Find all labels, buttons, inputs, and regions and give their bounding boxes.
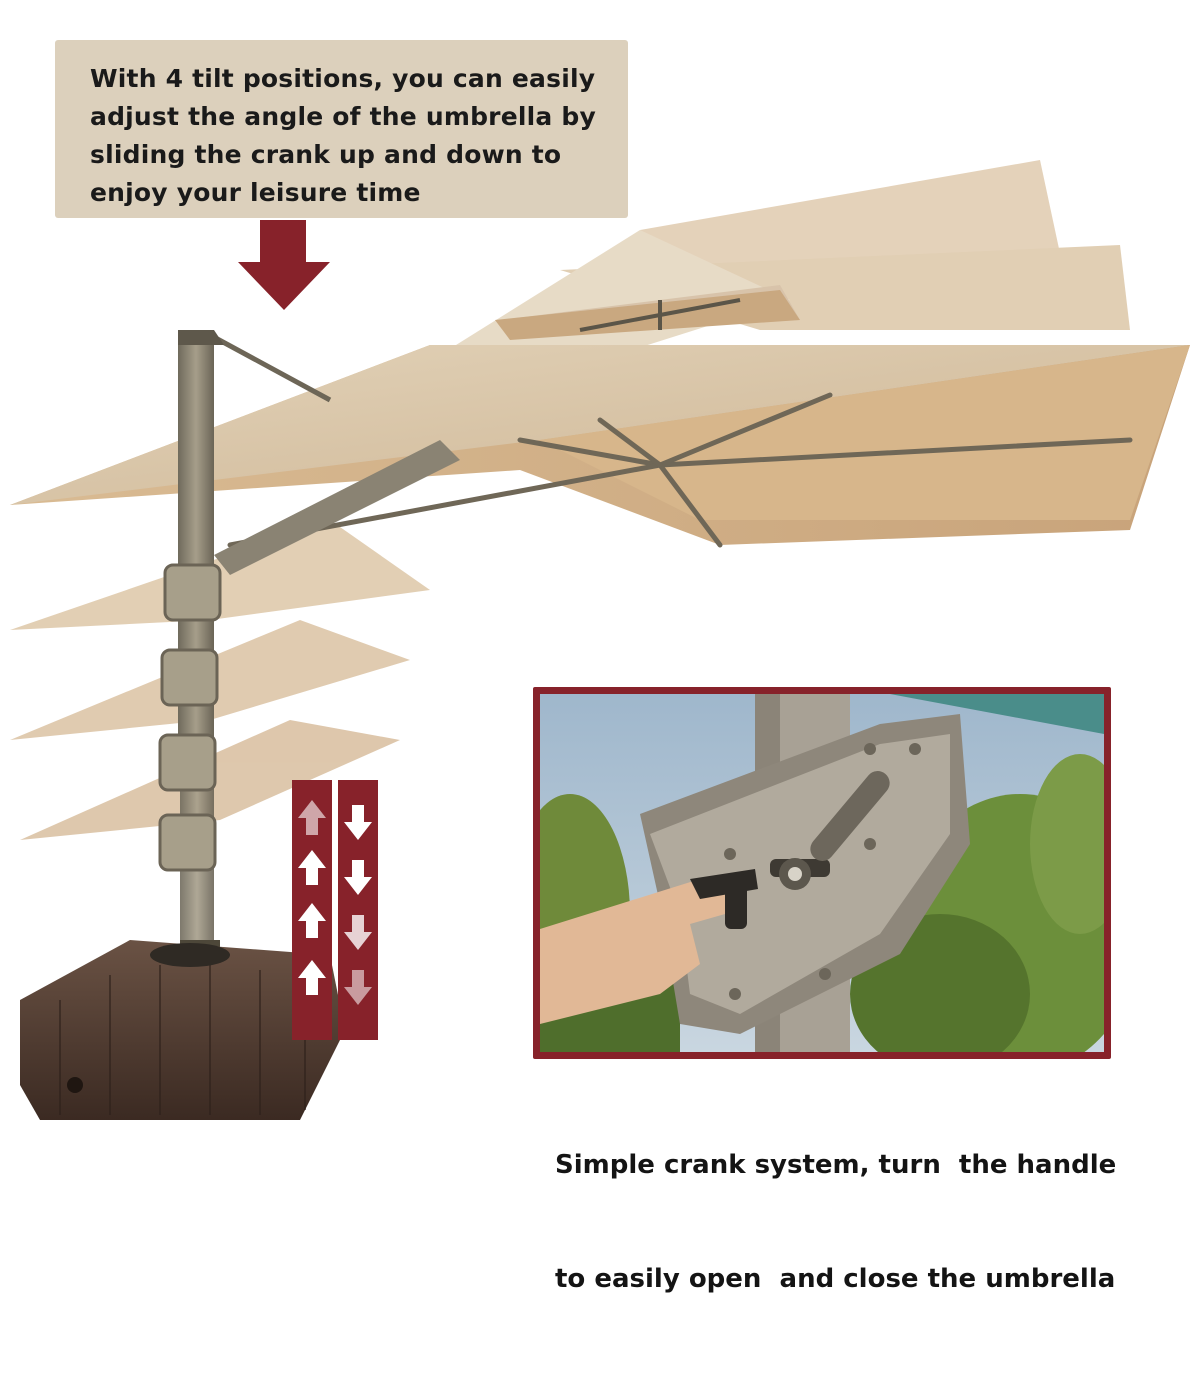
caption-line-2: to easily open and close the umbrella [555,1264,1116,1294]
umbrella-base [20,940,345,1120]
hand [540,869,758,1024]
umbrella-pole [158,330,460,960]
callout-line-4: enjoy your leisure time [90,178,421,207]
product-scene: With 4 tilt positions, you can easily ad… [10,40,1190,1294]
callout-line-1: With 4 tilt positions, you can easily [90,64,596,93]
umbrella-illustration [10,160,1190,1120]
crank-closeup-photo [540,694,1104,1052]
support-cable [208,332,332,403]
up-arrow-icon [292,780,332,1040]
canopy-vent [495,290,800,340]
down-arrow-icon [238,220,330,310]
callout-line-3: sliding the crank up and down to [90,140,562,169]
down-arrow-icon [338,780,378,1040]
callout-line-2: adjust the angle of the umbrella by [90,102,596,131]
main-canopy [10,345,1190,548]
crank-inset-frame [533,687,1111,1059]
crank-caption: Simple crank system, turn the handle to … [555,1070,1175,1374]
caption-line-1: Simple crank system, turn the handle [555,1150,1117,1180]
tilt-info-callout: With 4 tilt positions, you can easily ad… [55,40,628,218]
